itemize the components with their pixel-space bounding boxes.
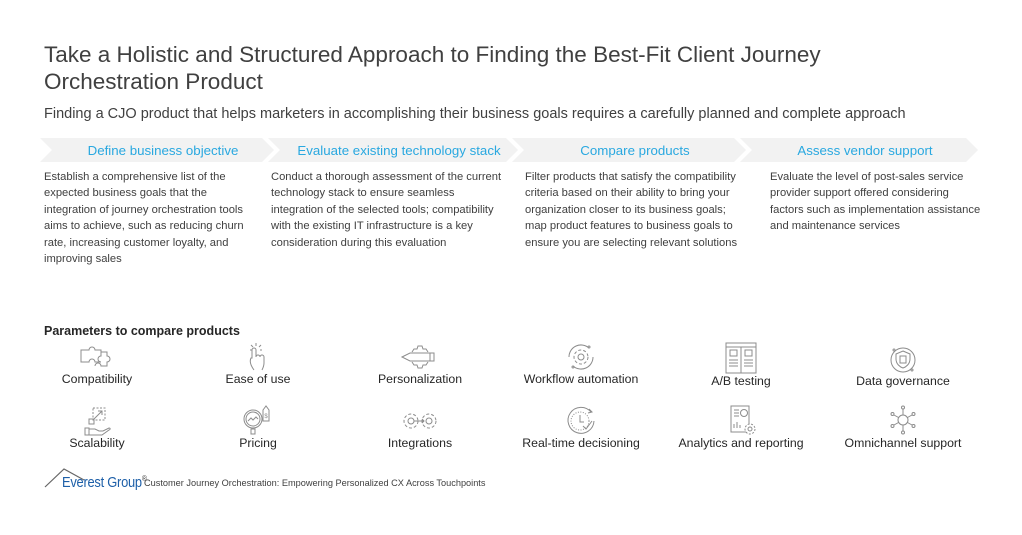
param-label: Compatibility — [61, 372, 133, 386]
param-personalization: Personalization — [345, 342, 495, 386]
param-label: Analytics and reporting — [678, 436, 804, 450]
param-label: Omnichannel support — [844, 436, 962, 450]
puzzle-icon — [80, 346, 111, 367]
report-gear-icon — [730, 405, 756, 435]
ab-test-icon — [725, 342, 757, 374]
param-scalability: Scalability — [22, 406, 172, 450]
tap-hand-icon — [249, 343, 265, 371]
step-compare-products: Compare products — [524, 138, 746, 162]
param-integrations: Integrations — [345, 406, 495, 450]
param-label: Pricing — [239, 436, 277, 450]
step-assess-vendor-support: Assess vendor support — [752, 138, 978, 162]
chevron-shapes — [40, 138, 978, 162]
footer-caption: Customer Journey Orchestration: Empoweri… — [144, 478, 486, 488]
param-workflow-automation: Workflow automation — [506, 342, 656, 386]
param-label: A/B testing — [711, 374, 771, 388]
param-label: Personalization — [377, 372, 463, 386]
param-label: Workflow automation — [523, 372, 639, 386]
step-evaluate-technology-stack: Evaluate existing technology stack — [280, 138, 518, 162]
param-analytics-reporting: Analytics and reporting — [666, 404, 816, 450]
magnifier-price-tag-icon: $ — [243, 405, 270, 435]
param-omnichannel-support: Omnichannel support — [828, 404, 978, 450]
pencil-gear-icon — [400, 345, 435, 369]
footer: Everest Group® Customer Journey Orchestr… — [44, 466, 644, 496]
param-ab-testing: A/B testing — [666, 342, 816, 388]
hand-scale-icon — [84, 407, 111, 436]
gear-cycle-icon — [568, 344, 594, 370]
step-label: Define business objective — [87, 142, 239, 158]
parameters-title: Parameters to compare products — [44, 324, 240, 338]
step-description-1: Establish a comprehensive list of the ex… — [44, 171, 244, 266]
gears-arrow-icon — [403, 413, 437, 429]
param-real-time-decisioning: Real-time decisioning — [506, 404, 656, 450]
step-label: Assess vendor support — [797, 142, 933, 158]
step-label: Compare products — [580, 142, 690, 158]
everest-mountain-logo-icon — [44, 468, 85, 488]
step-description-3: Filter products that satisfy the compati… — [525, 171, 738, 249]
param-label: Data governance — [856, 374, 950, 388]
param-data-governance: Data governance — [828, 342, 978, 388]
network-hub-icon — [890, 405, 916, 435]
clock-check-icon — [567, 406, 595, 434]
param-label: Integrations — [387, 436, 453, 450]
step-label: Evaluate existing technology stack — [297, 142, 501, 158]
process-steps: Define business objective Evaluate exist… — [40, 138, 980, 162]
shield-data-icon — [890, 347, 916, 373]
step-define-business-objective: Define business objective — [52, 138, 274, 162]
page-title: Take a Holistic and Structured Approach … — [44, 42, 821, 94]
param-compatibility: Compatibility — [22, 342, 172, 386]
param-pricing: $ Pricing — [183, 404, 333, 450]
param-label: Ease of use — [225, 372, 291, 386]
step-description-4: Evaluate the level of post-sales service… — [770, 171, 981, 233]
param-label: Scalability — [69, 436, 125, 450]
step-description-2: Conduct a thorough assessment of the cur… — [271, 171, 502, 249]
page-subtitle: Finding a CJO product that helps markete… — [44, 106, 906, 122]
everest-group-logo: Everest Group® — [62, 474, 147, 491]
svg-text:$: $ — [264, 414, 268, 420]
param-ease-of-use: Ease of use — [183, 342, 333, 386]
param-label: Real-time decisioning — [522, 436, 640, 450]
